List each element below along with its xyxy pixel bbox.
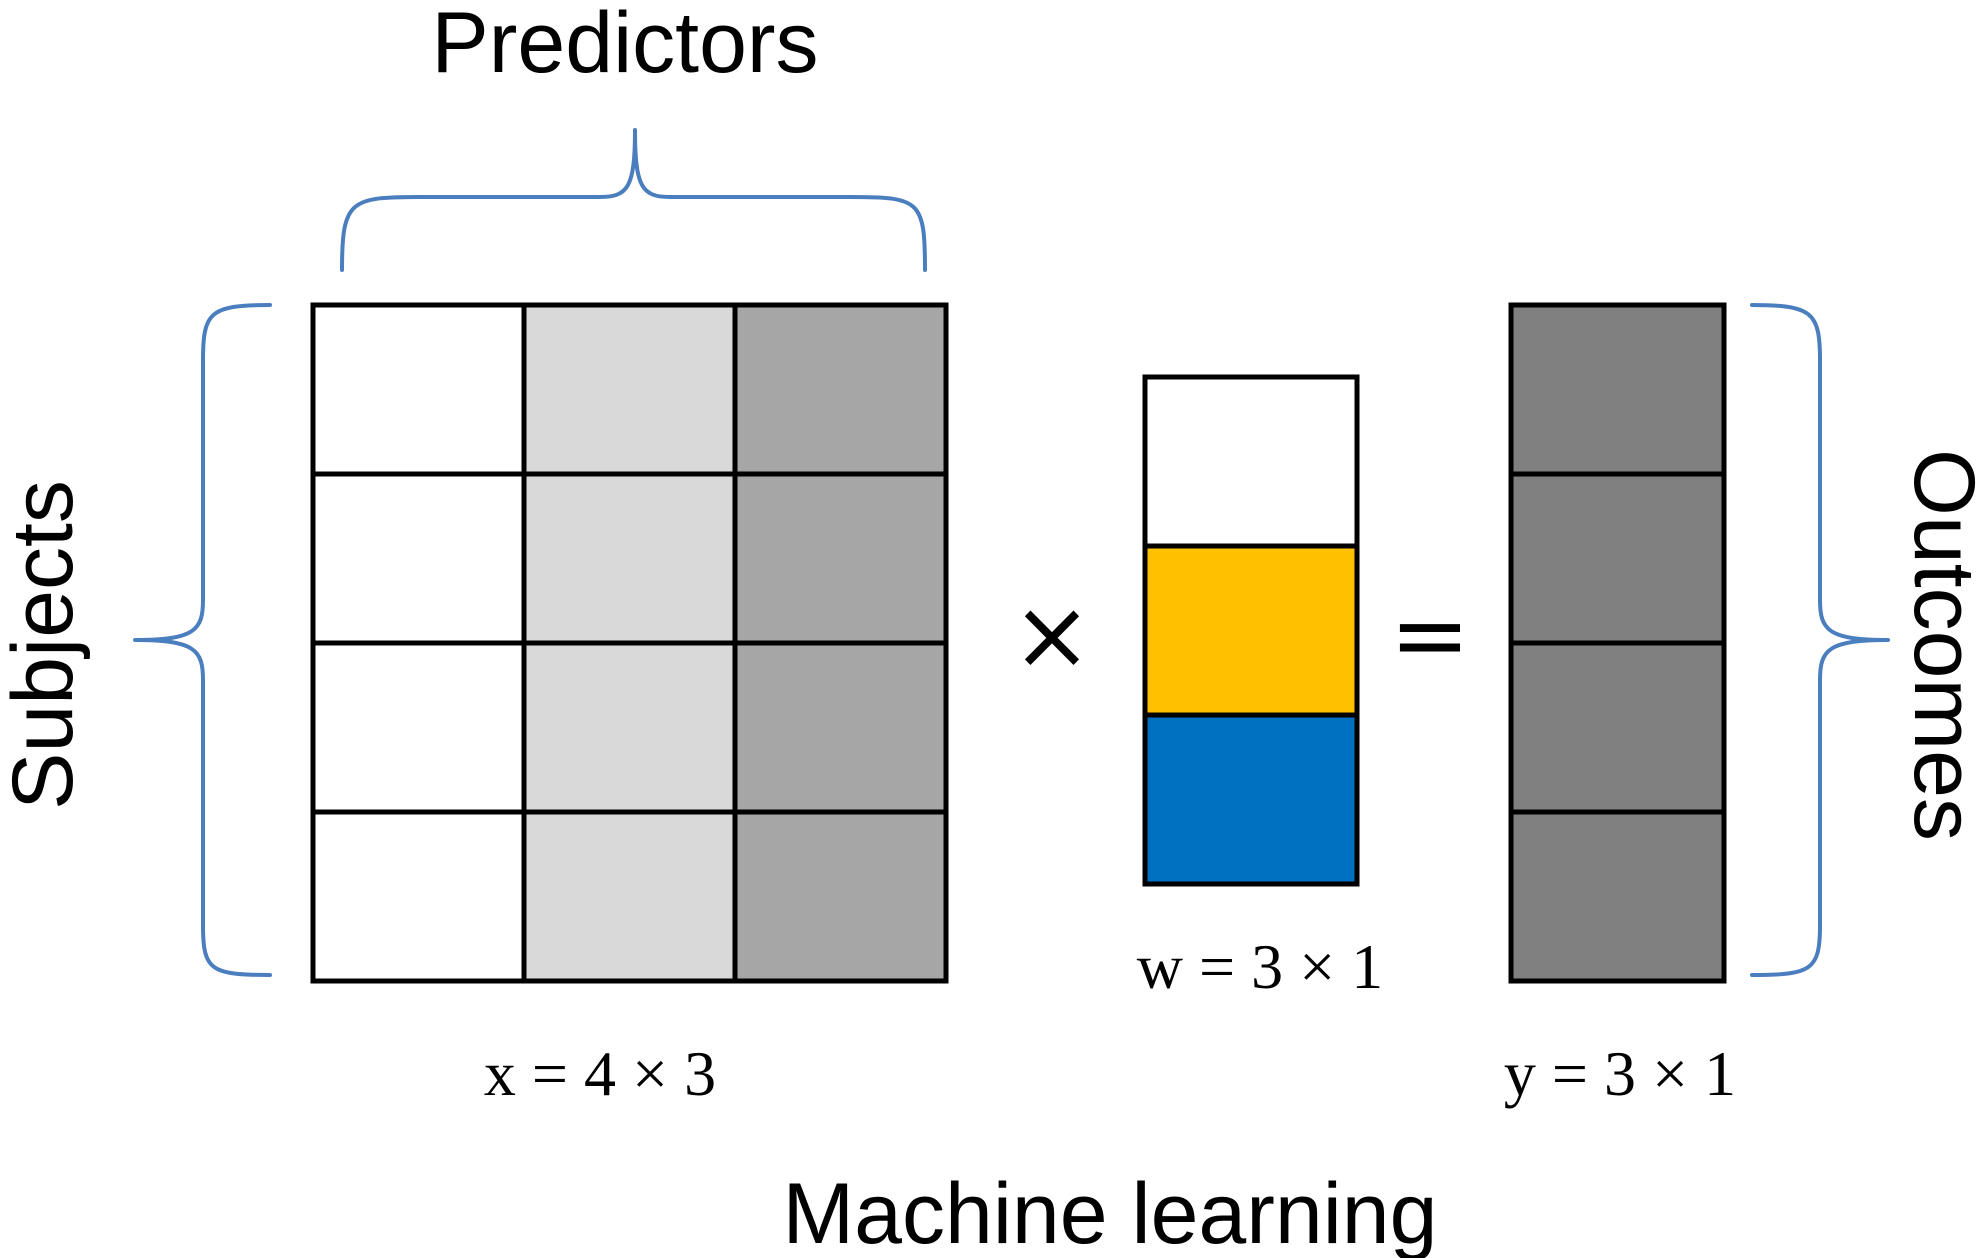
w-cell-r3-c1 [1142,712,1360,887]
x-cell-r1-c1 [310,302,527,477]
predictors-brace [340,128,927,272]
x-cell-r3-c3 [732,640,949,815]
outcomes-brace [1750,303,1890,977]
x-cell-r1-c2 [521,302,738,477]
x-cell-r3-c2 [521,640,738,815]
x-cell-r4-c3 [732,809,949,984]
matrix-y [1508,302,1727,984]
outcomes-label: Outcomes [1896,449,1983,841]
predictors-label: Predictors [431,0,818,91]
x-cell-r3-c1 [310,640,527,815]
y-cell-r3-c1 [1508,640,1727,815]
matrix-w [1142,374,1360,887]
x-cell-r2-c1 [310,471,527,646]
y-cell-r2-c1 [1508,471,1727,646]
w-cell-r1-c1 [1142,374,1360,549]
x-cell-r2-c2 [521,471,738,646]
times-operator: × [1012,579,1092,691]
caption: Machine learning [783,1166,1438,1258]
subjects-brace [133,303,272,977]
x-cell-r1-c3 [732,302,949,477]
x-cell-r2-c3 [732,471,949,646]
y-cell-r4-c1 [1508,809,1727,984]
x-cell-r4-c1 [310,809,527,984]
matrix-x [310,302,949,984]
equals-operator: = [1390,579,1470,691]
x-cell-r4-c2 [521,809,738,984]
x-dimension-label: x = 4 × 3 [484,1038,716,1109]
w-cell-r2-c1 [1142,543,1360,718]
y-cell-r1-c1 [1508,302,1727,477]
y-dimension-label: y = 3 × 1 [1504,1038,1736,1109]
subjects-label: Subjects [0,480,91,810]
w-dimension-label: w = 3 × 1 [1137,931,1383,1002]
